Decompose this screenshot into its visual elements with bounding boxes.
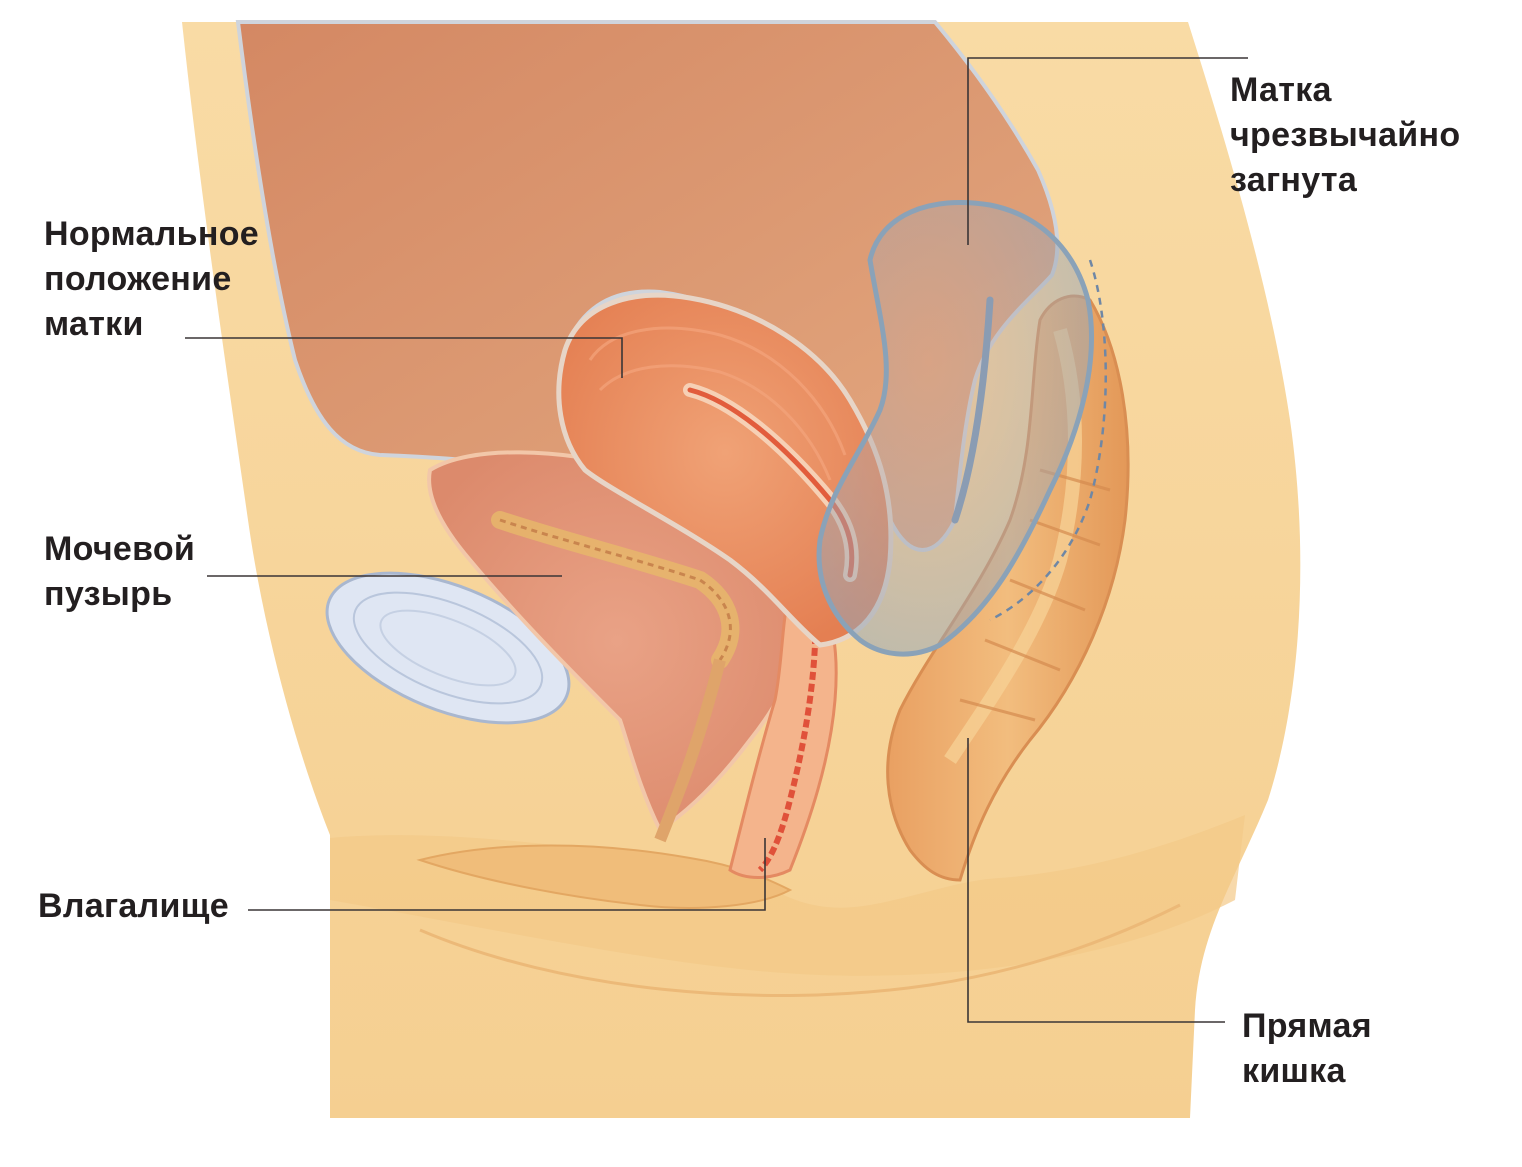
vulva: [416, 844, 793, 909]
leader-bent-uterus: [967, 57, 1248, 245]
vagina-shape: [728, 557, 838, 879]
leader-normal-uterus: [185, 337, 623, 378]
normal-uterus: [556, 292, 894, 648]
label-normal-uterus: Нормальное положение матки: [44, 215, 259, 343]
thigh-line: [419, 903, 1181, 997]
bent-uterus: [816, 199, 1107, 657]
label-vagina: Влагалище: [38, 887, 229, 925]
label-bladder: Мочевой пузырь: [44, 530, 196, 613]
leader-rectum: [967, 738, 1225, 1023]
label-rectum: Прямая кишка: [1242, 1007, 1372, 1090]
label-bent-uterus: Матка чрезвычайно загнута: [1230, 71, 1461, 199]
pubic-bone: [325, 571, 571, 725]
leader-vagina: [248, 838, 766, 911]
